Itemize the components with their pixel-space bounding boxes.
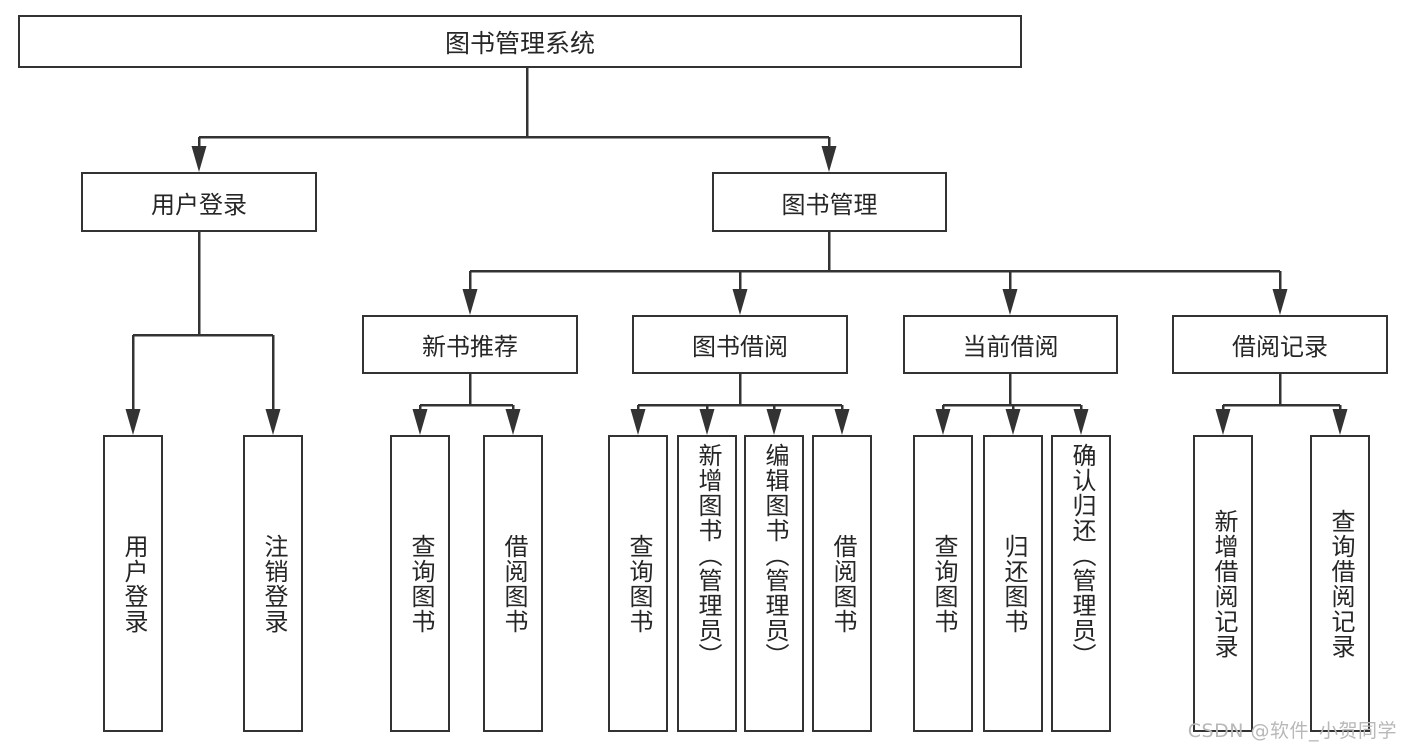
node-leaf-add-book-admin-label: 新增图书（管理员） bbox=[693, 443, 722, 668]
node-leaf-user-login-label: 用户登录 bbox=[119, 533, 148, 634]
node-user-login-label: 用户登录 bbox=[151, 190, 247, 219]
node-leaf-return-book-label: 归还图书 bbox=[999, 533, 1028, 634]
node-root-label: 图书管理系统 bbox=[444, 28, 595, 58]
node-leaf-query-book-recommend[interactable]: 查询图书 bbox=[390, 435, 450, 732]
node-current-borrow-label: 当前借阅 bbox=[962, 333, 1059, 361]
node-leaf-borrow-book-recommend-label: 借阅图书 bbox=[499, 533, 528, 634]
node-leaf-query-book-recommend-label: 查询图书 bbox=[406, 533, 435, 634]
node-current-borrow[interactable]: 当前借阅 bbox=[903, 315, 1118, 374]
node-leaf-query-book-current-label: 查询图书 bbox=[929, 533, 958, 634]
watermark-text: CSDN @软件_小贺同学 bbox=[1187, 720, 1397, 742]
node-borrow-record-label: 借阅记录 bbox=[1232, 333, 1328, 361]
node-leaf-query-borrow-record[interactable]: 查询借阅记录 bbox=[1310, 435, 1370, 732]
node-book-manage-label: 图书管理 bbox=[781, 190, 878, 219]
node-root-system[interactable]: 图书管理系统 bbox=[18, 15, 1022, 68]
node-leaf-user-login[interactable]: 用户登录 bbox=[103, 435, 163, 732]
node-book-borrow-label: 图书借阅 bbox=[692, 333, 788, 361]
node-leaf-add-borrow-record[interactable]: 新增借阅记录 bbox=[1193, 435, 1253, 732]
node-leaf-query-book-borrow[interactable]: 查询图书 bbox=[608, 435, 668, 732]
node-leaf-add-book-admin[interactable]: 新增图书（管理员） bbox=[677, 435, 737, 732]
node-user-login[interactable]: 用户登录 bbox=[81, 172, 317, 232]
node-leaf-borrow-book-recommend[interactable]: 借阅图书 bbox=[483, 435, 543, 732]
node-leaf-logout[interactable]: 注销登录 bbox=[243, 435, 303, 732]
node-leaf-edit-book-admin[interactable]: 编辑图书（管理员） bbox=[744, 435, 804, 732]
node-leaf-borrow-book-borrow[interactable]: 借阅图书 bbox=[812, 435, 872, 732]
node-leaf-add-borrow-record-label: 新增借阅记录 bbox=[1209, 508, 1238, 659]
node-book-manage[interactable]: 图书管理 bbox=[712, 172, 947, 232]
node-leaf-return-book[interactable]: 归还图书 bbox=[983, 435, 1043, 732]
node-leaf-edit-book-admin-label: 编辑图书（管理员） bbox=[760, 443, 789, 668]
node-leaf-borrow-book-borrow-label: 借阅图书 bbox=[828, 533, 857, 634]
node-leaf-confirm-return-admin[interactable]: 确认归还（管理员） bbox=[1051, 435, 1111, 732]
node-leaf-logout-label: 注销登录 bbox=[259, 533, 288, 634]
node-borrow-record[interactable]: 借阅记录 bbox=[1172, 315, 1388, 374]
node-leaf-query-book-current[interactable]: 查询图书 bbox=[913, 435, 973, 732]
node-book-borrow[interactable]: 图书借阅 bbox=[632, 315, 848, 374]
node-new-book-recommend[interactable]: 新书推荐 bbox=[362, 315, 578, 374]
node-new-book-recommend-label: 新书推荐 bbox=[422, 333, 518, 361]
node-leaf-query-borrow-record-label: 查询借阅记录 bbox=[1326, 508, 1355, 659]
node-leaf-confirm-return-admin-label: 确认归还（管理员） bbox=[1067, 443, 1096, 668]
node-leaf-query-book-borrow-label: 查询图书 bbox=[624, 533, 653, 634]
